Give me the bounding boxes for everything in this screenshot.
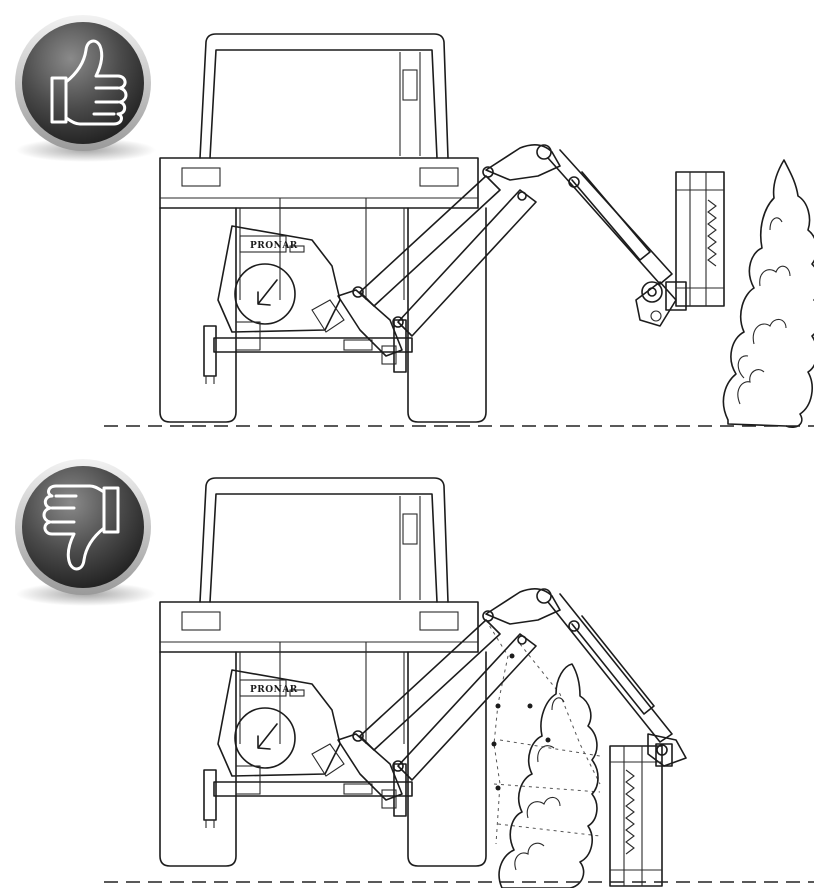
panel-incorrect: PRONAR <box>0 444 814 888</box>
boom-arm <box>359 588 687 781</box>
scene-correct: PRONAR <box>15 15 814 429</box>
tractor-front-view <box>159 33 487 423</box>
brand-label: PRONAR <box>250 241 298 251</box>
thumbs-down-badge <box>15 459 156 606</box>
swept-area-dotted <box>485 619 601 845</box>
flail-head <box>609 743 673 887</box>
boom-arm <box>359 144 677 337</box>
brand-label: PRONAR <box>250 685 298 695</box>
thumbs-down-icon <box>42 484 120 571</box>
hedge <box>722 159 814 429</box>
hedge <box>498 663 599 888</box>
thumbs-up-badge <box>15 15 156 162</box>
scene-incorrect: PRONAR <box>15 459 814 888</box>
tractor-front-view <box>159 477 487 867</box>
flail-head <box>665 171 725 311</box>
panel-correct: PRONAR <box>15 15 814 429</box>
thumbs-up-icon <box>50 39 128 126</box>
